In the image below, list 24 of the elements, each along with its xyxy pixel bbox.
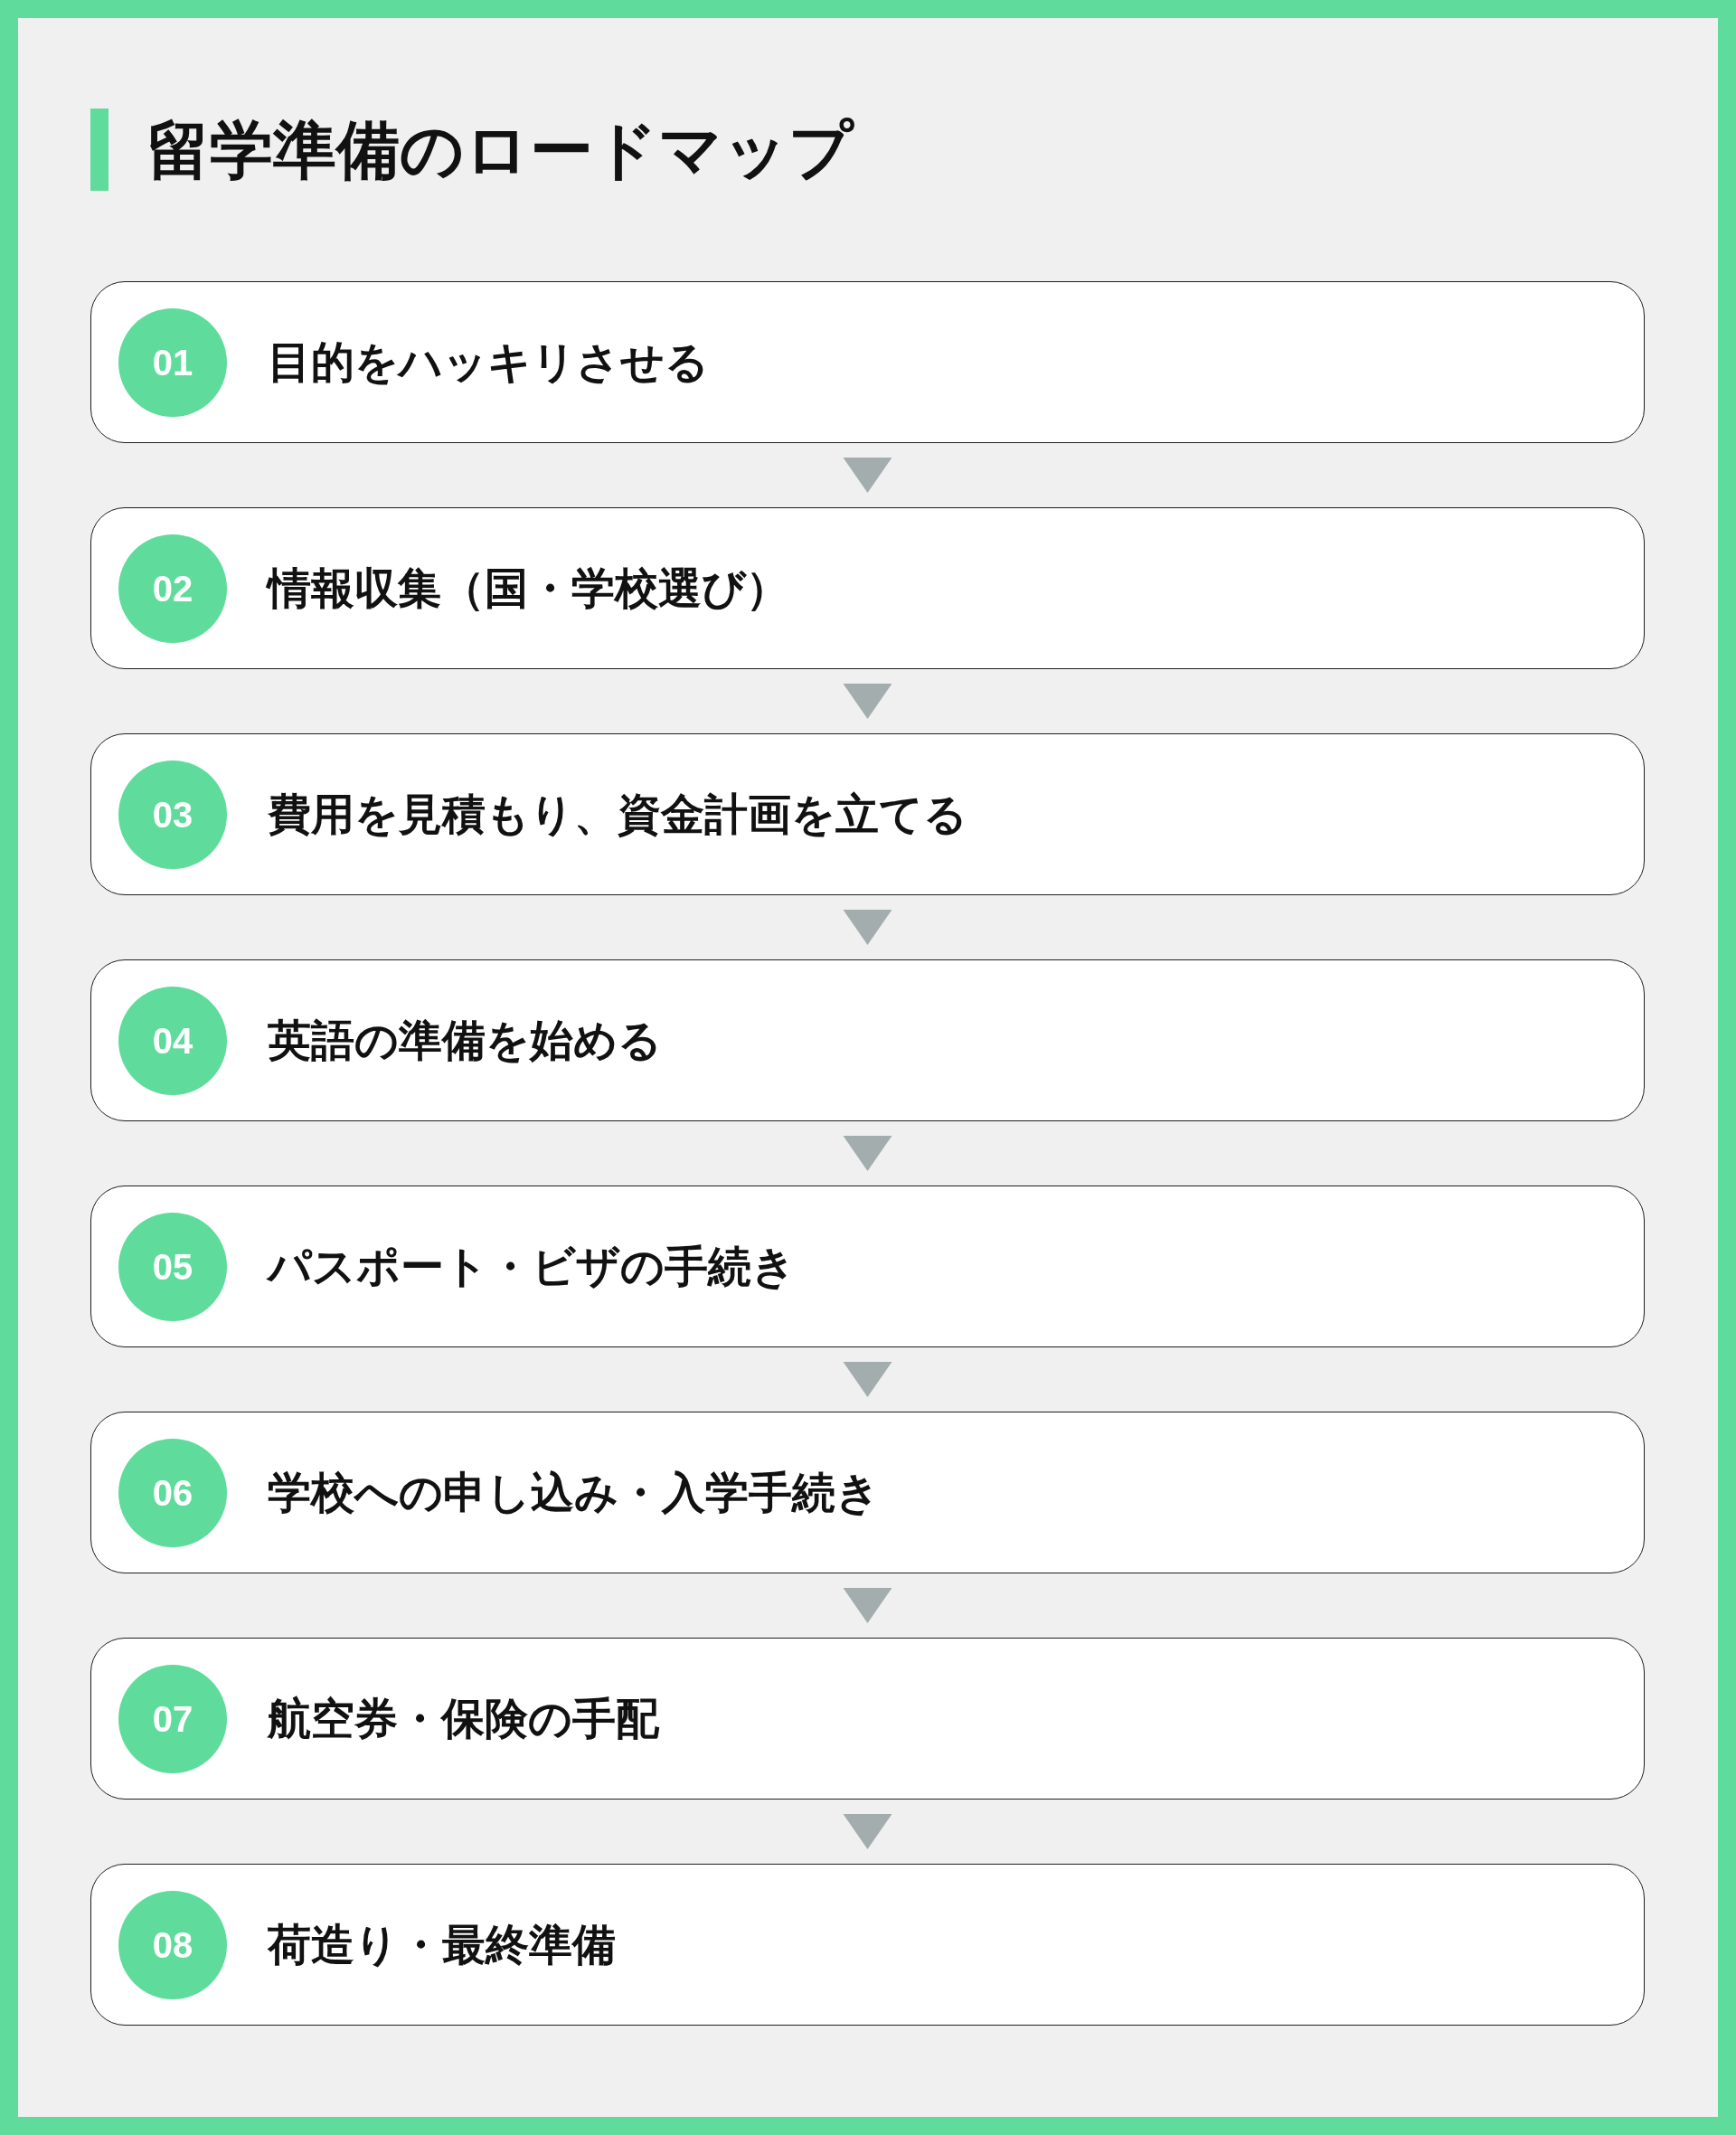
down-arrow (843, 684, 892, 719)
step-label: 費用を見積もり、資金計画を立てる (268, 789, 967, 840)
step-card (90, 733, 1645, 895)
title: 留学準備のロードマップ (146, 113, 854, 187)
step-label: 情報収集（国・学校選び） (268, 562, 789, 614)
step-label: 荷造り・最終準備 (268, 1919, 616, 1970)
step-label: 目的をハッキリさせる (268, 336, 709, 388)
step-card (90, 1186, 1645, 1347)
step-label: 英語の準備を始める (268, 1015, 662, 1066)
step-card (90, 281, 1645, 443)
down-arrow (843, 1814, 892, 1849)
step-card (90, 1638, 1645, 1800)
down-arrow (843, 910, 892, 945)
down-arrow (843, 1588, 892, 1623)
step-label: 航空券・保険の手配 (268, 1693, 659, 1744)
step-card (90, 1864, 1645, 2026)
step-card (90, 959, 1645, 1121)
down-arrow (843, 1136, 892, 1171)
step-card (90, 507, 1645, 669)
step-label: 学校への申し込み・入学手続き (268, 1467, 880, 1518)
down-arrow (843, 458, 892, 493)
down-arrow (843, 1362, 892, 1397)
step-card (90, 1412, 1645, 1573)
step-label: パスポート・ビザの手続き (268, 1241, 796, 1292)
